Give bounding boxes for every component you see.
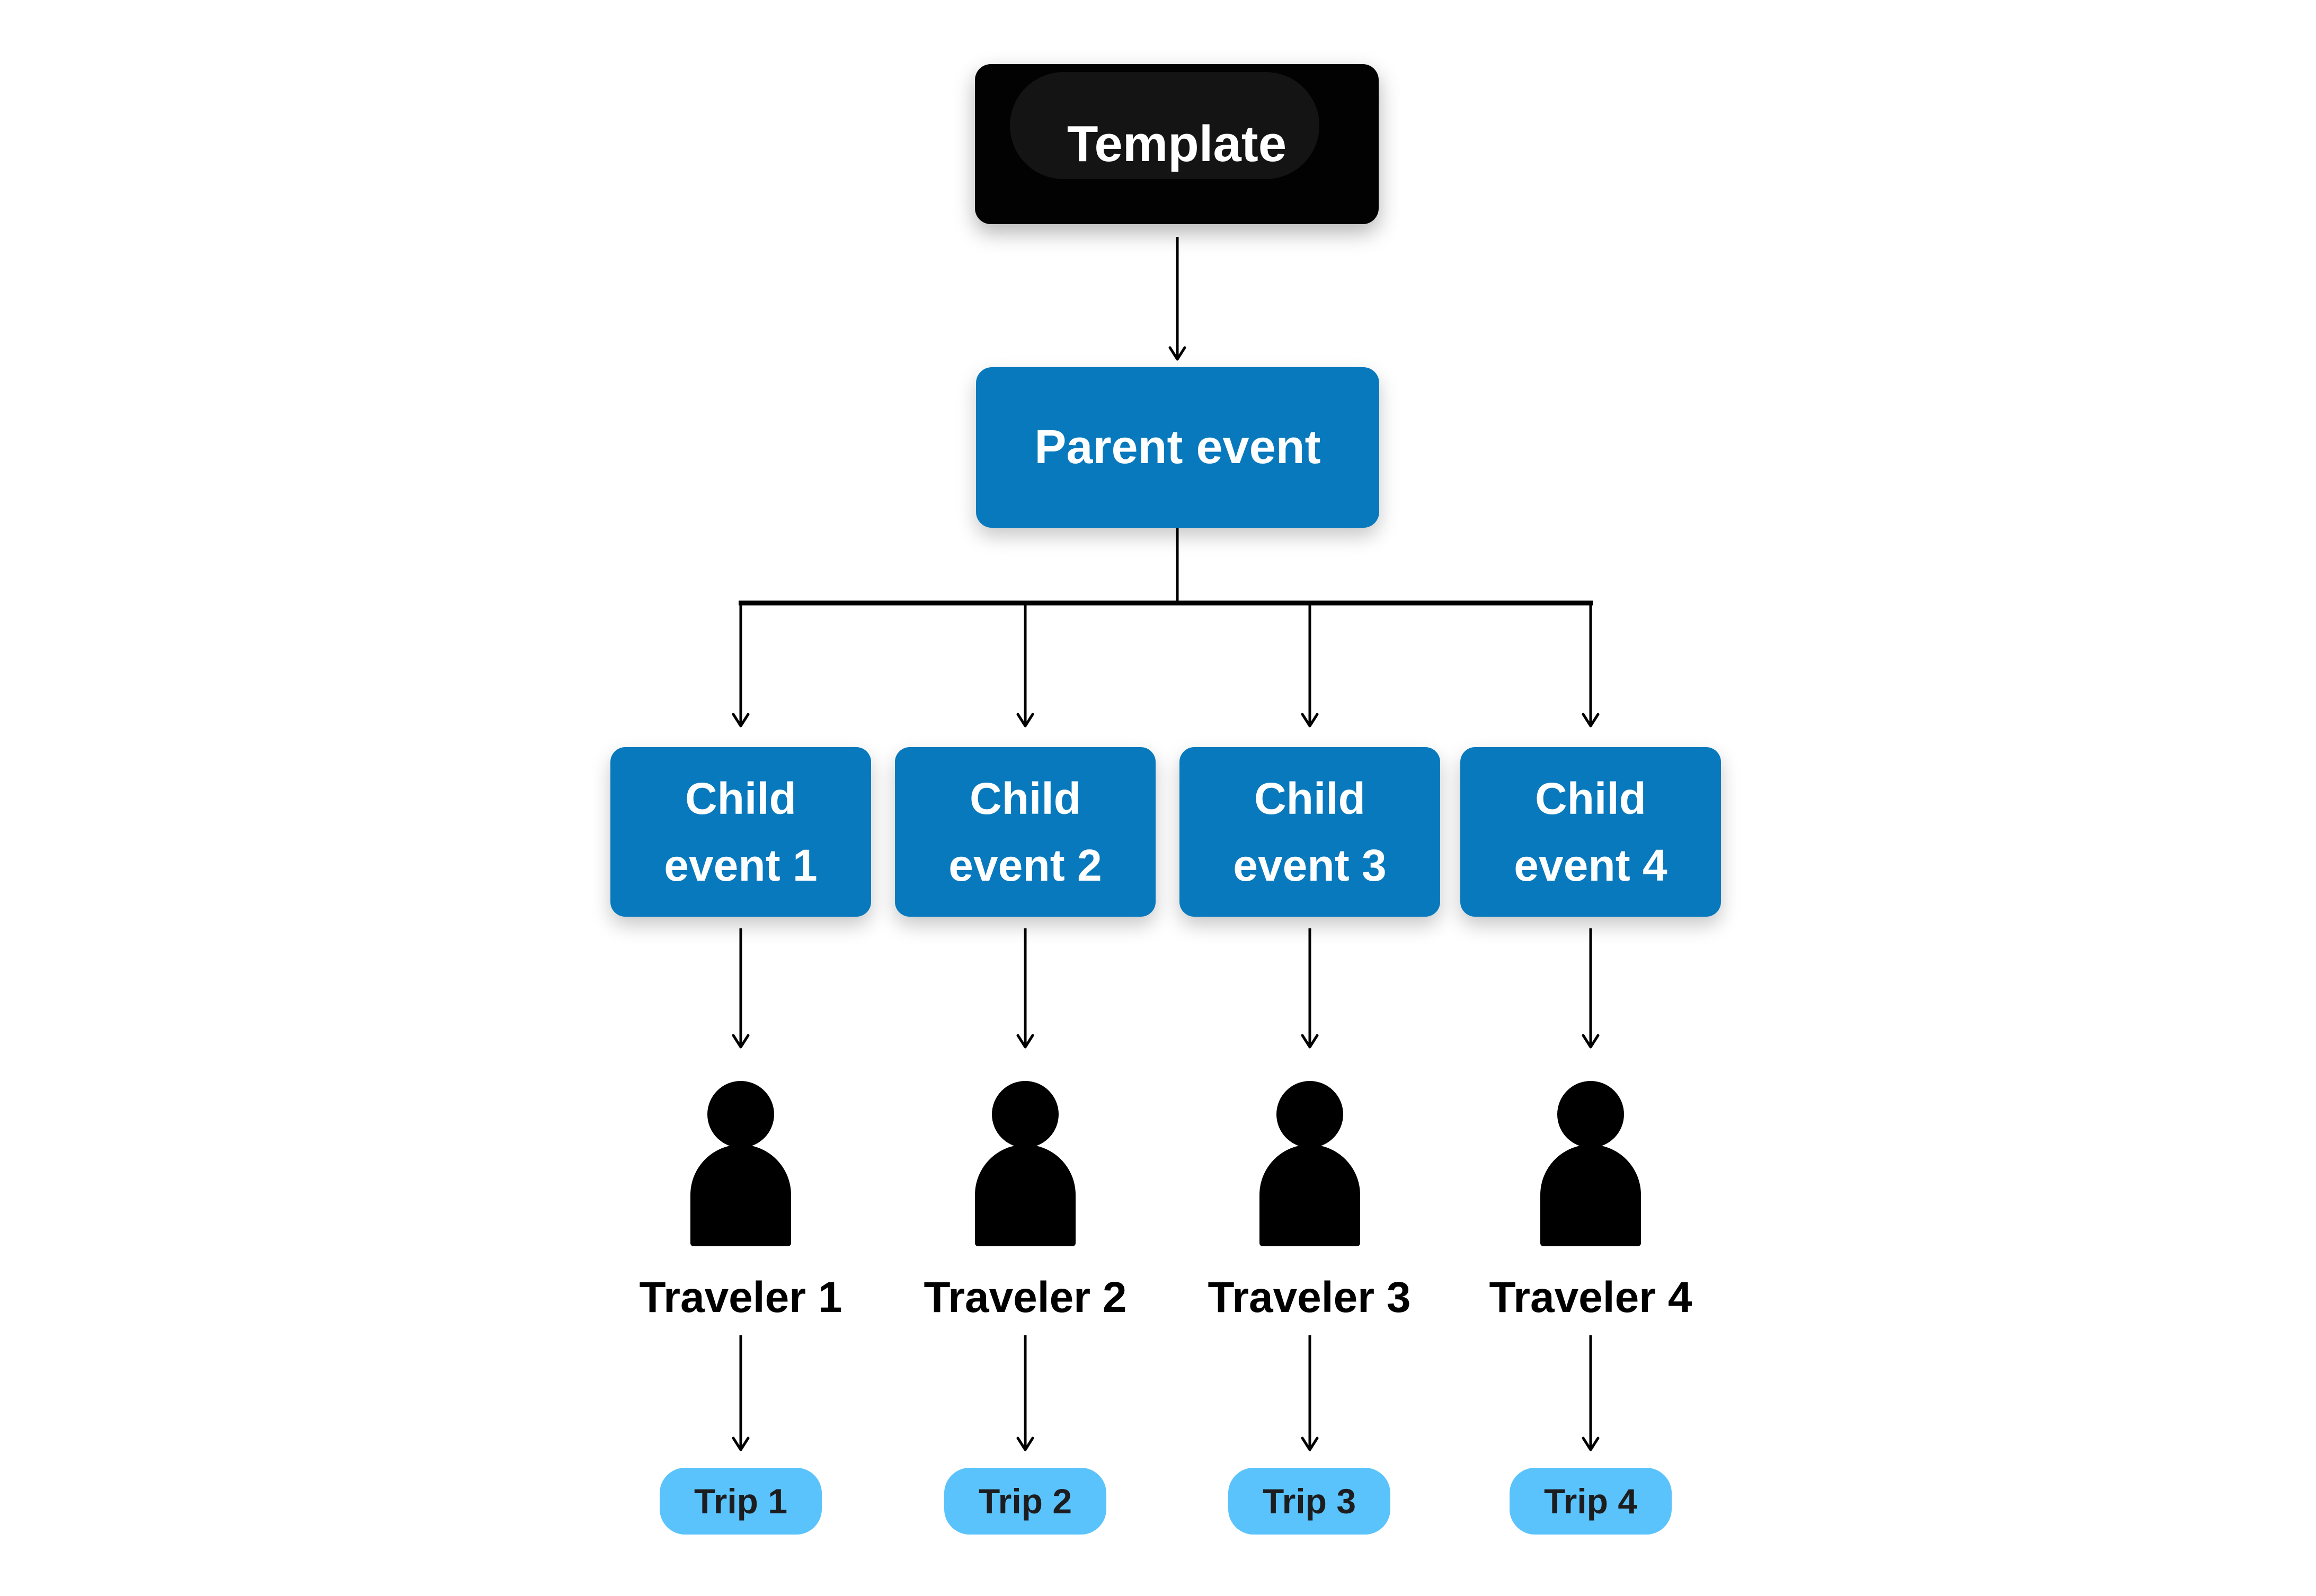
child-event-2-label: Child event 2 [948,774,1102,890]
template-gloss-highlight [1010,72,1319,179]
child-event-4-label: Child event 4 [1514,774,1667,890]
child-event-1-label: Child event 1 [664,774,818,890]
child-event-3-node: Child event 3 [1179,747,1440,917]
traveler-4-label: Traveler 4 [1489,1273,1692,1322]
traveler-1-person-icon [690,1081,791,1246]
person-head [1276,1081,1343,1148]
parent-event-node: Parent event [976,367,1379,528]
traveler-4-person-icon [1540,1081,1641,1246]
person-head [707,1081,774,1148]
traveler-3-label: Traveler 3 [1208,1273,1411,1322]
traveler-3-person-icon [1259,1081,1360,1246]
person-head [1557,1081,1624,1148]
person-torso [690,1145,791,1246]
person-torso [1540,1145,1641,1246]
traveler-2-label: Traveler 2 [924,1273,1127,1322]
template-label: Template [1067,116,1287,172]
person-torso [975,1145,1076,1246]
traveler-1-label: Traveler 1 [639,1273,842,1322]
trip-2-node: Trip 2 [944,1468,1106,1535]
child-event-3-label: Child event 3 [1233,774,1387,890]
traveler-2-person-icon [975,1081,1076,1246]
template-node: Template [975,64,1379,224]
parent-event-label: Parent event [1034,421,1321,474]
trip-1-node: Trip 1 [660,1468,822,1535]
child-event-4-node: Child event 4 [1460,747,1721,917]
trip-4-node: Trip 4 [1510,1468,1672,1535]
person-head [992,1081,1059,1148]
trip-3-node: Trip 3 [1228,1468,1390,1535]
child-event-1-node: Child event 1 [610,747,871,917]
child-event-2-node: Child event 2 [895,747,1156,917]
person-torso [1259,1145,1360,1246]
